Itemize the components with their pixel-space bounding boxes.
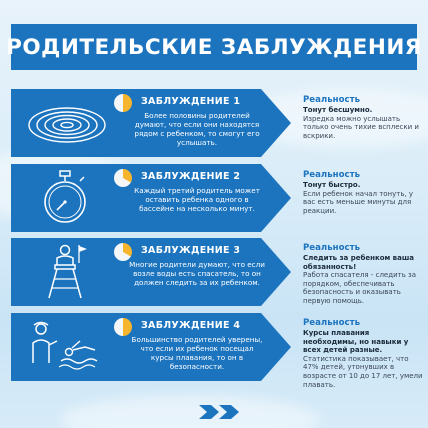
myth-text: Большинство родителей уверены, что если …	[131, 335, 263, 371]
myth-text: Многие родители думают, что если возле в…	[129, 260, 265, 287]
myth-card-1: ЗАБЛУЖДЕНИЕ 1 Более половины родителей д…	[11, 89, 291, 157]
statistic-pie-icon	[114, 318, 132, 336]
reality-text: Если ребенок начал тонуть, у вас есть ме…	[303, 189, 414, 215]
statistic-pie-icon	[114, 94, 132, 112]
myth-text: Более половины родителей думают, что есл…	[134, 111, 260, 147]
page-title: РОДИТЕЛЬСКИЕ ЗАБЛУЖДЕНИЯ	[6, 34, 422, 60]
reality-block-4: Реальность Курсы плавания необходимы, но…	[303, 318, 425, 389]
swimming-coach-icon	[19, 317, 111, 377]
water-ripple-icon	[19, 93, 111, 153]
myth-text: Каждый третий родитель может оставить ре…	[134, 186, 260, 213]
title-banner: РОДИТЕЛЬСКИЕ ЗАБЛУЖДЕНИЯ	[6, 24, 421, 70]
statistic-pie-icon	[114, 243, 132, 261]
reality-block-1: Реальность Тонут бесшумно. Изредка можно…	[303, 95, 425, 140]
reality-headline: Следить за ребенком ваша обязанность!	[303, 254, 414, 271]
myth-title: ЗАБЛУЖДЕНИЕ 3	[141, 245, 241, 256]
lifeguard-chair-icon	[19, 242, 111, 302]
reality-text: Работа спасателя - следить за порядком, …	[303, 271, 417, 305]
reality-block-3: Реальность Следить за ребенком ваша обяз…	[303, 243, 425, 306]
myth-title: ЗАБЛУЖДЕНИЕ 1	[141, 96, 241, 107]
stopwatch-icon	[19, 168, 111, 228]
reality-title: Реальность	[303, 318, 361, 328]
myth-card-3: ЗАБЛУЖДЕНИЕ 3 Многие родители думают, чт…	[11, 238, 291, 306]
reality-text: Статистика показывает, что 47% детей, ут…	[303, 354, 423, 389]
myth-card-4: ЗАБЛУЖДЕНИЕ 4 Большинство родителей увер…	[11, 313, 291, 381]
reality-title: Реальность	[303, 170, 361, 180]
myth-title: ЗАБЛУЖДЕНИЕ 4	[141, 320, 241, 331]
reality-headline: Тонут быстро.	[303, 181, 361, 189]
reality-block-2: Реальность Тонут быстро. Если ребенок на…	[303, 170, 425, 215]
statistic-pie-icon	[114, 169, 132, 187]
reality-text: Изредка можно услышать только очень тихи…	[303, 114, 419, 140]
reality-headline: Тонут бесшумно.	[303, 106, 373, 114]
myth-card-2: ЗАБЛУЖДЕНИЕ 2 Каждый третий родитель мож…	[11, 164, 291, 232]
reality-headline: Курсы плавания необходимы, но навыки у в…	[303, 329, 409, 355]
reality-title: Реальность	[303, 95, 361, 105]
double-chevron-right-icon	[197, 403, 245, 421]
reality-title: Реальность	[303, 243, 361, 253]
myth-title: ЗАБЛУЖДЕНИЕ 2	[141, 171, 241, 182]
